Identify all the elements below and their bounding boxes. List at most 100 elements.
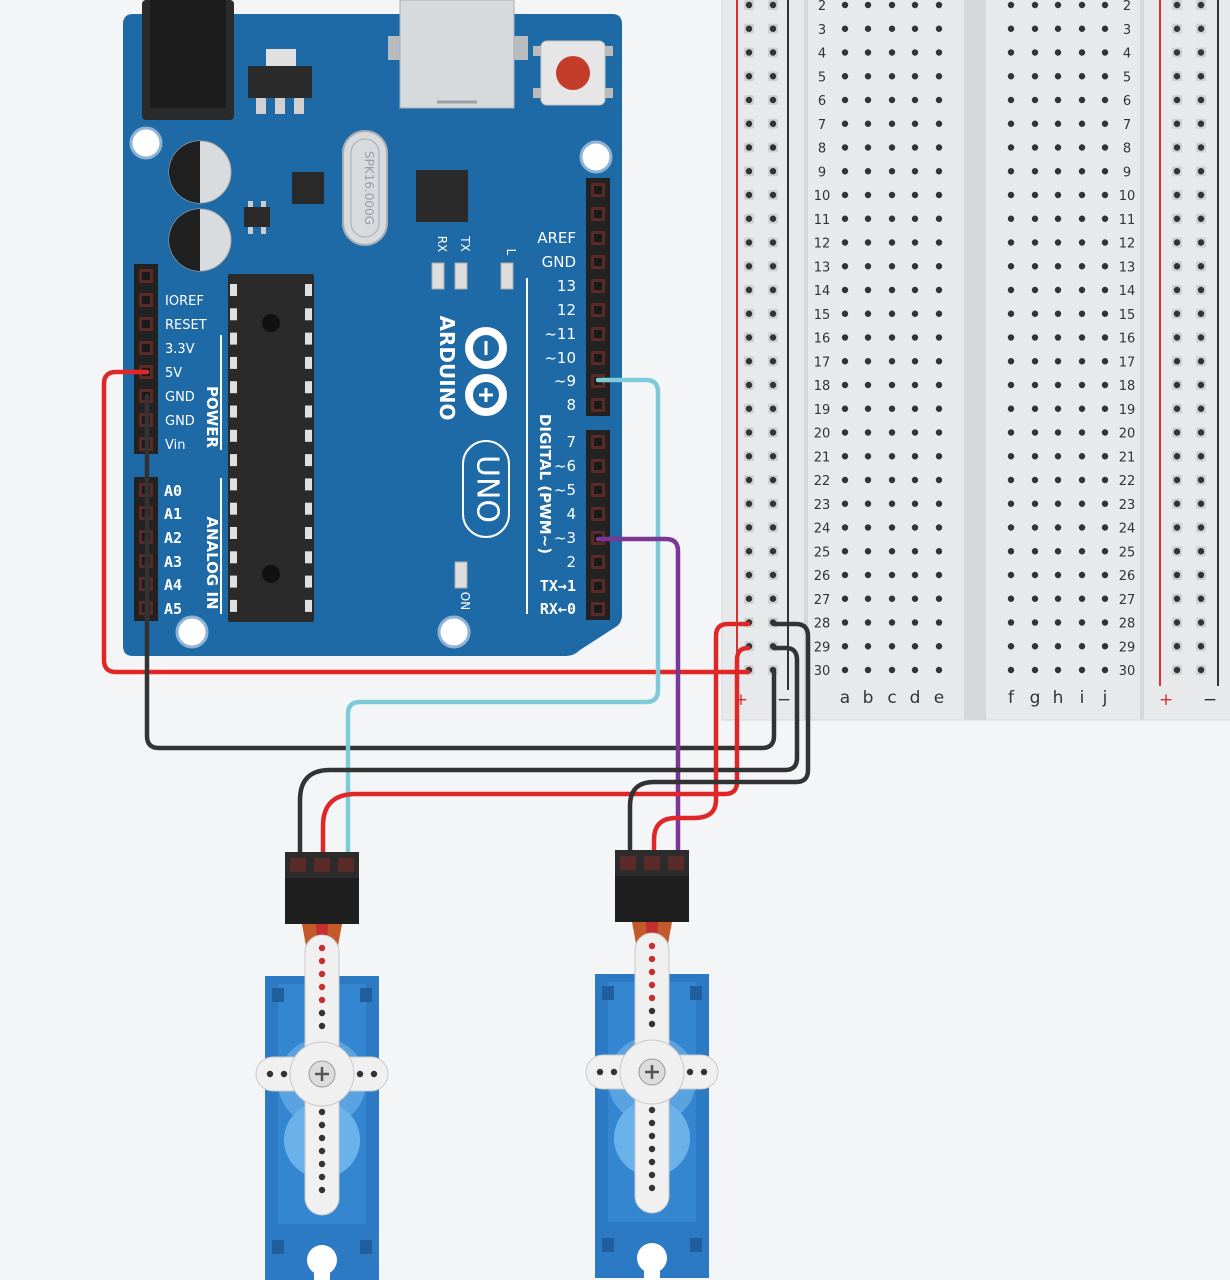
- breadboard-hole[interactable]: [864, 286, 872, 294]
- breadboard-hole[interactable]: [1078, 643, 1086, 650]
- breadboard-hole[interactable]: [888, 1, 896, 9]
- breadboard-hole[interactable]: [864, 643, 872, 650]
- breadboard-hole[interactable]: [1054, 595, 1062, 602]
- breadboard-hole[interactable]: [1101, 49, 1109, 56]
- breadboard-hole[interactable]: [841, 168, 849, 175]
- breadboard-hole[interactable]: [841, 548, 849, 555]
- breadboard-hole[interactable]: [1078, 334, 1086, 341]
- breadboard-hole[interactable]: [1031, 239, 1039, 246]
- breadboard-hole[interactable]: [888, 25, 896, 32]
- breadboard-hole[interactable]: [1054, 571, 1062, 579]
- breadboard-hole[interactable]: [911, 500, 919, 507]
- breadboard-hole[interactable]: [1054, 239, 1062, 246]
- breadboard-hole[interactable]: [864, 191, 872, 199]
- breadboard-hole[interactable]: [1078, 239, 1086, 246]
- breadboard-hole[interactable]: [1054, 1, 1062, 9]
- breadboard-hole[interactable]: [911, 263, 919, 270]
- breadboard-hole[interactable]: [888, 500, 896, 507]
- breadboard-hole[interactable]: [911, 476, 919, 484]
- breadboard-hole[interactable]: [841, 453, 849, 460]
- breadboard-hole[interactable]: [1101, 1, 1109, 9]
- breadboard-hole[interactable]: [841, 666, 849, 674]
- arduino-uno-board[interactable]: SPK16.000G RX TX L ON ARDUINO: [123, 0, 622, 656]
- breadboard-hole[interactable]: [1054, 476, 1062, 484]
- breadboard-hole[interactable]: [1054, 73, 1062, 80]
- breadboard-hole[interactable]: [1101, 144, 1109, 151]
- breadboard-hole[interactable]: [1054, 524, 1062, 531]
- breadboard-hole[interactable]: [911, 96, 919, 104]
- breadboard-hole[interactable]: [1078, 96, 1086, 104]
- breadboard-hole[interactable]: [911, 453, 919, 460]
- breadboard-hole[interactable]: [1054, 381, 1062, 389]
- breadboard-hole[interactable]: [1101, 215, 1109, 222]
- breadboard-hole[interactable]: [1078, 571, 1086, 579]
- breadboard-hole[interactable]: [1054, 96, 1062, 104]
- breadboard-hole[interactable]: [1078, 191, 1086, 199]
- breadboard-hole[interactable]: [1054, 405, 1062, 412]
- breadboard-hole[interactable]: [841, 191, 849, 199]
- breadboard-hole[interactable]: [1101, 73, 1109, 80]
- breadboard-hole[interactable]: [1007, 168, 1015, 175]
- breadboard-hole[interactable]: [1078, 25, 1086, 32]
- wire-rail-plus-to-servo1[interactable]: [320, 645, 751, 869]
- breadboard-hole[interactable]: [864, 25, 872, 32]
- breadboard-hole[interactable]: [1007, 120, 1015, 127]
- breadboard-hole[interactable]: [935, 334, 943, 341]
- breadboard-hole[interactable]: [888, 310, 896, 317]
- breadboard-hole[interactable]: [1007, 96, 1015, 104]
- breadboard-hole[interactable]: [1101, 429, 1109, 436]
- breadboard-hole[interactable]: [935, 358, 943, 365]
- breadboard-hole[interactable]: [1031, 120, 1039, 127]
- breadboard-hole[interactable]: [841, 358, 849, 365]
- breadboard-hole[interactable]: [1101, 381, 1109, 389]
- breadboard-hole[interactable]: [841, 405, 849, 412]
- breadboard-hole[interactable]: [1078, 619, 1086, 626]
- wire-pin3-to-servo2[interactable]: [595, 536, 681, 869]
- breadboard-hole[interactable]: [841, 120, 849, 127]
- breadboard-hole[interactable]: [1101, 405, 1109, 412]
- breadboard-hole[interactable]: [1031, 215, 1039, 222]
- breadboard-hole[interactable]: [1031, 524, 1039, 531]
- breadboard-hole[interactable]: [911, 286, 919, 294]
- breadboard-hole[interactable]: [1031, 476, 1039, 484]
- breadboard-hole[interactable]: [1054, 215, 1062, 222]
- breadboard-hole[interactable]: [935, 429, 943, 436]
- breadboard-hole[interactable]: [864, 453, 872, 460]
- breadboard-hole[interactable]: [1101, 358, 1109, 365]
- breadboard-hole[interactable]: [1101, 263, 1109, 270]
- breadboard-hole[interactable]: [888, 239, 896, 246]
- breadboard-hole[interactable]: [864, 1, 872, 9]
- breadboard-hole[interactable]: [1007, 310, 1015, 317]
- breadboard-hole[interactable]: [864, 476, 872, 484]
- breadboard-hole[interactable]: [1007, 476, 1015, 484]
- breadboard-hole[interactable]: [864, 49, 872, 56]
- breadboard-hole[interactable]: [1101, 334, 1109, 341]
- breadboard-hole[interactable]: [1007, 595, 1015, 602]
- breadboard-hole[interactable]: [1007, 334, 1015, 341]
- breadboard-hole[interactable]: [841, 500, 849, 507]
- breadboard-hole[interactable]: [1054, 548, 1062, 555]
- breadboard-hole[interactable]: [888, 405, 896, 412]
- breadboard-hole[interactable]: [935, 215, 943, 222]
- breadboard-hole[interactable]: [864, 381, 872, 389]
- breadboard-hole[interactable]: [1031, 619, 1039, 626]
- breadboard-hole[interactable]: [1031, 191, 1039, 199]
- breadboard-hole[interactable]: [1007, 429, 1015, 436]
- breadboard-hole[interactable]: [1101, 476, 1109, 484]
- breadboard-hole[interactable]: [864, 571, 872, 579]
- breadboard-hole[interactable]: [1031, 25, 1039, 32]
- breadboard-hole[interactable]: [1078, 666, 1086, 674]
- breadboard-hole[interactable]: [1031, 453, 1039, 460]
- breadboard-hole[interactable]: [911, 571, 919, 579]
- breadboard-hole[interactable]: [1078, 286, 1086, 294]
- breadboard-hole[interactable]: [935, 476, 943, 484]
- breadboard-hole[interactable]: [1054, 643, 1062, 650]
- breadboard-hole[interactable]: [888, 476, 896, 484]
- breadboard-hole[interactable]: [1101, 571, 1109, 579]
- breadboard-hole[interactable]: [841, 334, 849, 341]
- breadboard-hole[interactable]: [864, 334, 872, 341]
- breadboard-hole[interactable]: [1007, 619, 1015, 626]
- breadboard-hole[interactable]: [1054, 49, 1062, 56]
- breadboard-hole[interactable]: [935, 191, 943, 199]
- breadboard-hole[interactable]: [1078, 49, 1086, 56]
